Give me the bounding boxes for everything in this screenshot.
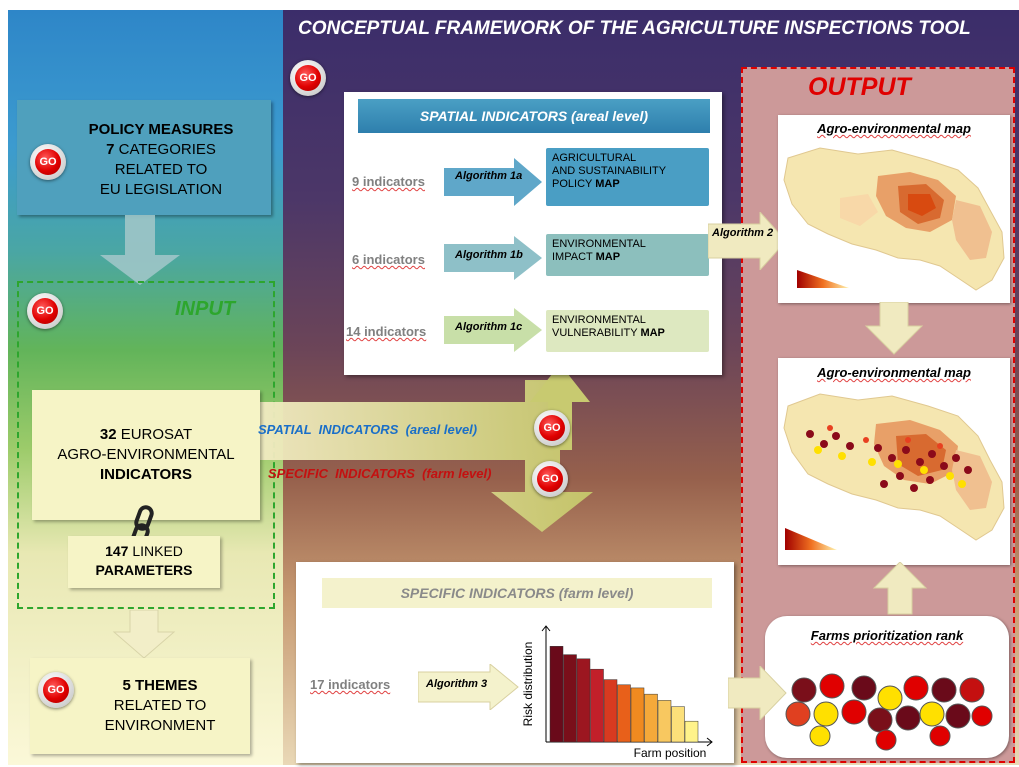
go-button-policy-label: GO: [35, 149, 61, 175]
chart-bar-11: [684, 720, 699, 743]
algorithm-3-label: Algorithm 3: [426, 678, 488, 690]
legend-gradient-1: [797, 270, 849, 288]
policy-line2: CATEGORIES: [114, 141, 216, 158]
indicator-count-3: 17 indicators: [310, 677, 391, 692]
chart-bar-7: [630, 687, 645, 743]
input-label: INPUT: [175, 298, 235, 320]
chart-bar-9: [657, 700, 672, 743]
go-button-main[interactable]: GO: [290, 60, 326, 96]
algorithm-1b-label: Algorithm 1b: [455, 249, 523, 261]
chart-bar-5: [603, 679, 618, 743]
go-button-spatial[interactable]: GO: [534, 410, 570, 446]
legend-gradient-2: [785, 528, 837, 550]
chart-y-arrowhead: [541, 625, 551, 632]
chart-x-label: Farm position: [634, 746, 707, 760]
chart-bar-8: [644, 693, 658, 743]
indicator-count-1c: 14 indicators: [346, 324, 427, 339]
risk-distribution-chart: Risk distribution Farm position: [521, 625, 713, 760]
themes-box: 5 THEMES RELATED TO ENVIRONMENT: [30, 658, 250, 754]
algorithm-2-label: Algorithm 2: [712, 227, 774, 239]
arrow-down-policy: [100, 215, 180, 285]
indicator-count-1b: 6 indicators: [352, 252, 425, 267]
chart-bar-6: [617, 684, 631, 743]
farms-rank-circles: [785, 673, 993, 751]
map-box-1c: ENVIRONMENTAL VULNERABILITY MAP: [546, 310, 709, 352]
algorithm-arrow-1b: [444, 236, 542, 280]
agro-environmental-map-2: [783, 393, 1005, 541]
policy-line1: POLICY MEASURES: [88, 121, 234, 138]
arrow-input-to-indicators: [255, 380, 593, 532]
policy-line3: RELATED TO: [114, 161, 208, 178]
eurosat-line3: INDICATORS: [100, 466, 192, 483]
go-button-input-label: GO: [32, 298, 58, 324]
themes-line3: ENVIRONMENT: [104, 717, 216, 734]
output-map1-title: Agro-environmental map: [817, 121, 971, 136]
algorithm-2-arrow: [708, 212, 787, 270]
eurosat-line1: EUROSAT: [116, 426, 193, 443]
map-1b-line1: ENVIRONMENTAL: [552, 238, 646, 250]
go-button-themes[interactable]: GO: [38, 672, 74, 708]
linked-parameters-box: 147 LINKED PARAMETERS: [68, 536, 220, 588]
linked-num: 147: [105, 543, 129, 559]
map-1a-line3: POLICY: [552, 178, 596, 190]
arrow-chart-to-rank: [728, 666, 787, 720]
agro-environmental-map-1: [783, 147, 1005, 291]
policy-measures-box: POLICY MEASURES 7 CATEGORIES RELATED TO …: [17, 100, 271, 215]
linked-line1: LINKED: [128, 543, 183, 559]
map-box-1b: ENVIRONMENTAL IMPACT MAP: [546, 234, 709, 276]
map-1a-line1: AGRICULTURAL: [552, 152, 637, 164]
farms-rank-title: Farms prioritization rank: [810, 628, 964, 643]
chart-y-label: Risk distribution: [521, 642, 535, 727]
themes-line1: 5 THEMES: [122, 677, 198, 694]
eurosat-line2: AGRO-ENVIRONMENTAL: [57, 446, 235, 463]
linked-line2: PARAMETERS: [95, 562, 193, 578]
go-button-themes-label: GO: [43, 677, 69, 703]
map-1c-map: MAP: [640, 327, 665, 339]
algorithm-1a-label: Algorithm 1a: [455, 170, 523, 182]
specific-panel-header: SPECIFIC INDICATORS (farm level): [322, 578, 712, 608]
chart-bar-1: [549, 646, 564, 743]
chart-bar-3: [576, 658, 591, 743]
chart-x-arrowhead: [706, 737, 713, 747]
arrow-rank-to-map2: [872, 562, 928, 615]
eurosat-num: 32: [99, 426, 117, 443]
chart-bar-10: [671, 706, 685, 743]
map-1a-line2: AND SUSTAINABILITY: [552, 165, 667, 177]
policy-num: 7: [106, 141, 115, 158]
policy-line4: EU LEGISLATION: [99, 181, 223, 198]
themes-line2: RELATED TO: [113, 697, 207, 714]
map-1b-map: MAP: [595, 251, 621, 263]
go-button-input[interactable]: GO: [27, 293, 63, 329]
map-1c-line1: ENVIRONMENTAL: [552, 314, 646, 326]
output-map2-title: Agro-environmental map: [817, 365, 971, 380]
map-1a-map: MAP: [595, 178, 620, 190]
eurosat-indicators-box: 32 EUROSAT AGRO-ENVIRONMENTAL INDICATORS: [32, 390, 260, 520]
chart-bar-2: [563, 654, 577, 743]
algorithm-1c-label: Algorithm 1c: [455, 321, 523, 333]
page-title: CONCEPTUAL FRAMEWORK OF THE AGRICULTURE …: [298, 18, 971, 39]
indicator-count-1a: 9 indicators: [352, 174, 425, 189]
go-button-policy[interactable]: GO: [30, 144, 66, 180]
map-box-1a: AGRICULTURAL AND SUSTAINABILITY POLICY M…: [546, 148, 709, 206]
map-1b-line2: IMPACT: [552, 251, 596, 263]
map-1c-line2: VULNERABILITY: [552, 327, 641, 339]
chart-bar-4: [590, 668, 604, 743]
algorithm-arrow-1c: [444, 308, 542, 352]
arrow-map1-to-map2: [864, 302, 924, 355]
go-button-main-label: GO: [295, 65, 321, 91]
go-button-specific-label: GO: [537, 466, 563, 492]
algorithm-arrow-1a: [444, 158, 542, 206]
specific-arrow-label: SPECIFIC INDICATORS (farm level): [268, 466, 492, 481]
spatial-arrow-label: SPATIAL INDICATORS (areal level): [258, 422, 478, 437]
algorithm-arrow-3: [418, 664, 519, 710]
arrow-down-themes: [112, 610, 176, 659]
output-label: OUTPUT: [808, 73, 911, 101]
go-button-specific[interactable]: GO: [532, 461, 568, 497]
spatial-panel-header: SPATIAL INDICATORS (areal level): [358, 99, 710, 133]
arrow-up-spatial: [530, 364, 590, 450]
go-button-spatial-label: GO: [539, 415, 565, 441]
